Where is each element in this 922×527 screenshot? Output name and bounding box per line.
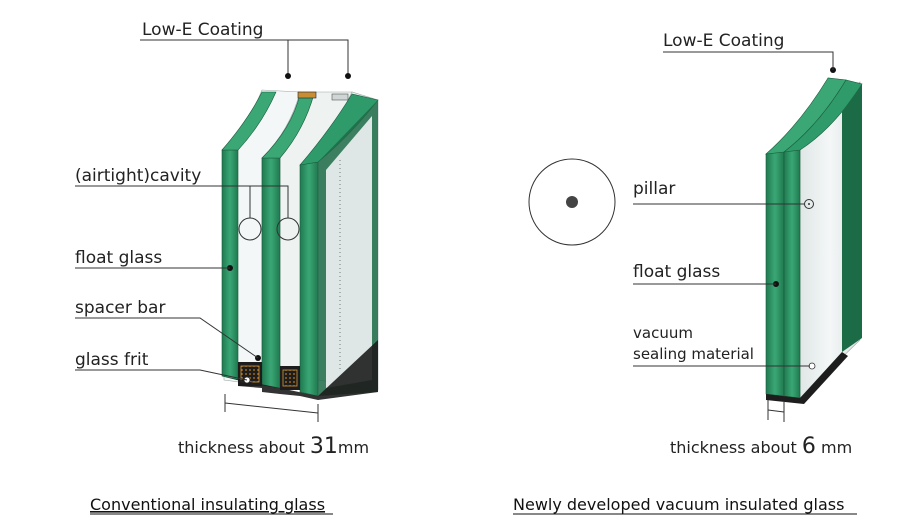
cavity-label: (airtight)cavity <box>75 166 201 186</box>
sealing-label-line1: vacuum <box>633 324 693 342</box>
back-pane-edge <box>299 161 319 397</box>
right-thickness-prefix: thickness about <box>670 438 802 457</box>
vacuum-front-edge <box>765 151 785 397</box>
middle-pane-edge <box>261 157 281 389</box>
desiccant-back <box>282 369 298 387</box>
right-thickness-unit: mm <box>816 438 852 457</box>
right-thickness-label: thickness about 6 mm <box>670 434 852 459</box>
left-float-glass-label: float glass <box>75 248 162 268</box>
left-low-e-label: Low-E Coating <box>142 20 263 40</box>
vacuum-caption: Newly developed vacuum insulated glass <box>513 495 844 514</box>
pillar-dot <box>808 203 810 205</box>
right-low-e-label: Low-E Coating <box>663 31 784 51</box>
front-pane-top-curve <box>221 91 277 151</box>
right-leader-lines <box>633 51 834 422</box>
left-thickness-value: 31 <box>310 434 338 459</box>
vacuum-glass-illustration <box>528 67 863 404</box>
left-thickness-prefix: thickness about <box>178 438 310 457</box>
low-e-marker-1 <box>285 73 291 79</box>
pillar-label: pillar <box>633 179 675 199</box>
right-thickness-value: 6 <box>802 434 816 459</box>
glass-base <box>222 340 378 400</box>
side-inner-face <box>326 116 372 388</box>
left-thickness-unit: mm <box>338 438 369 457</box>
spacer-bar-label: spacer bar <box>75 298 165 318</box>
top-spacer <box>297 91 317 99</box>
vacuum-back-edge <box>783 149 801 399</box>
vacuum-base <box>766 352 848 404</box>
sealing-label-line2: sealing material <box>633 345 754 363</box>
pillar-zoom-dot <box>566 196 578 208</box>
vacuum-side-depth <box>842 84 862 352</box>
glass-frit-label: glass frit <box>75 350 149 370</box>
low-e-marker-2 <box>345 73 351 79</box>
conventional-glass-illustration <box>221 89 379 400</box>
left-thickness-label: thickness about 31mm <box>178 434 369 459</box>
conventional-caption: Conventional insulating glass <box>90 495 325 514</box>
top-spacer-2 <box>331 93 349 101</box>
left-leader-lines <box>75 39 349 422</box>
right-float-glass-label: float glass <box>633 262 720 282</box>
